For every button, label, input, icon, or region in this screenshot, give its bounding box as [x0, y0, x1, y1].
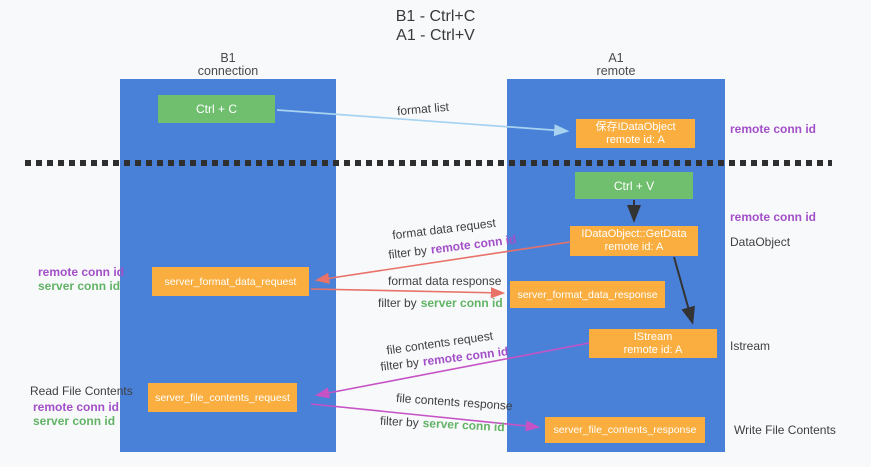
title-line-1: B1 - Ctrl+C [395, 8, 476, 25]
node-istream: IStream remote id: A [589, 329, 717, 358]
label-format-data-response: format data response [388, 274, 502, 288]
label-istream-side: Istream [730, 339, 771, 353]
node-ctrl-v: Ctrl + V [575, 172, 693, 199]
node-idataobject-getdata: IDataObject::GetData remote id: A [570, 226, 698, 256]
label-format-list: format list [396, 99, 450, 119]
remote-conn-id-label: remote conn id [38, 265, 125, 279]
server-conn-id-text: server conn id [422, 415, 505, 435]
node-ctrl-c: Ctrl + C [158, 95, 275, 123]
server-conn-id-text: server conn id [420, 296, 503, 310]
label-remote-conn-id-right-2: remote conn id [730, 210, 817, 224]
node-server-format-data-request: server_format_data_request [152, 267, 309, 296]
label-format-conn-ids-left: remote conn id server conn id [38, 265, 124, 293]
filter-by-text: filter by [379, 355, 420, 374]
node-server-file-contents-request: server_file_contents_request [148, 383, 297, 412]
node-getdata-line1: IDataObject::GetData [581, 228, 687, 240]
phase-separator-dashed-line [25, 160, 832, 166]
server-conn-id-label: server conn id [33, 414, 116, 428]
label-file-contents-response: file contents response [395, 390, 514, 414]
node-server-file-contents-request-label: server_file_contents_request [155, 391, 290, 404]
node-server-file-contents-response: server_file_contents_response [545, 417, 705, 443]
filter-by-text: filter by [378, 296, 417, 310]
node-ctrl-c-label: Ctrl + C [195, 102, 237, 116]
label-read-file-contents: Read File Contents [30, 384, 133, 398]
lifeline-header-b1: B1 connection [120, 52, 336, 78]
server-conn-id-label: server conn id [38, 279, 121, 293]
remote-conn-id-label: remote conn id [33, 400, 120, 414]
lifeline-a1-name: A1 [608, 51, 624, 65]
node-ctrl-v-label: Ctrl + V [613, 178, 655, 193]
label-dataobject: DataObject [730, 235, 791, 249]
node-server-format-data-response-label: server_format_data_response [517, 288, 658, 301]
label-file-conn-ids-left: remote conn id server conn id [33, 400, 119, 428]
node-istream-line1: IStream [633, 330, 673, 343]
lifeline-header-a1: A1 remote [507, 52, 725, 78]
arrow-format-data-response [310, 287, 506, 299]
node-server-format-data-request-label: server_format_data_request [164, 275, 297, 288]
lifeline-b1-name: B1 [220, 51, 236, 65]
label-remote-conn-id-right-1: remote conn id [730, 122, 817, 136]
filter-by-text: filter by [387, 243, 428, 262]
label-write-file-contents: Write File Contents [734, 423, 836, 437]
filter-by-text: filter by [379, 413, 420, 430]
node-server-file-contents-response-label: server_file_contents_response [553, 424, 697, 436]
diagram-title: B1 - Ctrl+C A1 - Ctrl+V [0, 7, 871, 45]
node-getdata-line2: remote id: A [604, 241, 664, 253]
node-save-idataobject-line2: remote id: A [606, 133, 665, 146]
lifeline-a1-role: remote [596, 64, 636, 78]
lifeline-b1-role: connection [197, 64, 259, 78]
title-line-2: A1 - Ctrl+V [396, 27, 475, 44]
node-istream-line2: remote id: A [623, 343, 683, 356]
node-server-format-data-response: server_format_data_response [510, 281, 665, 308]
node-save-idataobject-line1: 保存IDataObject [595, 120, 676, 133]
node-save-idataobject: 保存IDataObject remote id: A [576, 119, 695, 148]
